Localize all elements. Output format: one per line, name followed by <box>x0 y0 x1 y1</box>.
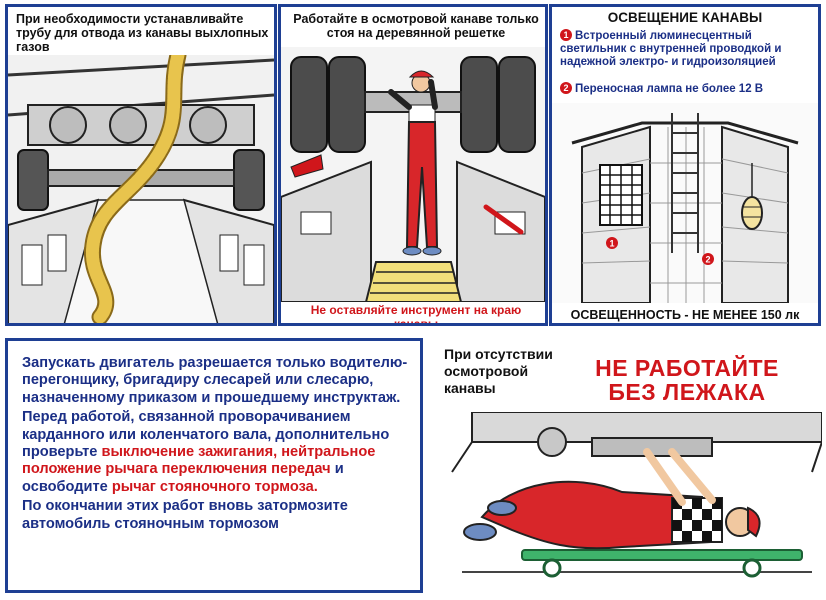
lighting-title: ОСВЕЩЕНИЕ КАНАВЫ <box>607 10 763 25</box>
grate-caption: Работайте в осмотровой канаве только сто… <box>293 12 539 40</box>
grate-warning: Не оставляйте инструмент на краю канавы <box>310 303 522 326</box>
marker-1: 1 <box>609 239 614 249</box>
mechanic-on-board-illustration <box>451 412 822 578</box>
exhaust-caption: При необходимости устанавливайте трубу д… <box>16 12 269 54</box>
rules-para-2: Перед работой, связанной проворачиванием… <box>22 409 390 495</box>
board-warning-line-2: БЕЗ ЛЕЖАКА <box>608 379 766 405</box>
lit-pit-illustration: 1 2 <box>552 103 818 303</box>
number-badge-2: 2 <box>560 82 572 94</box>
board-warning-line-1: НЕ РАБОТАЙТЕ <box>595 355 779 381</box>
rules-para-3: По окончании этих работ вновь затормозит… <box>22 498 348 532</box>
lighting-footer: ОСВЕЩЕННОСТЬ - НЕ МЕНЕЕ 150 лк <box>570 308 800 322</box>
parking-brake-warning: рычаг стояночного тормоза. <box>111 478 318 495</box>
panel-exhaust-pipe: При необходимости устанавливайте трубу д… <box>5 4 277 326</box>
number-badge-1: 1 <box>560 29 572 41</box>
panel-lying-board: При отсутствии осмотровой канавы НЕ РАБО… <box>432 338 822 596</box>
exhaust-pipe-illustration <box>8 55 274 323</box>
marker-2: 2 <box>705 255 710 265</box>
rules-para-1: Запускать двигатель разрешается только в… <box>22 355 408 406</box>
pit-mechanic-illustration <box>281 47 545 302</box>
engine-rules-text: Запускать двигатель разрешается только в… <box>22 355 410 535</box>
panel-engine-start-rules: Запускать двигатель разрешается только в… <box>5 338 423 593</box>
ignition-gear-warning: выключение зажигания, нейтральное положе… <box>22 444 376 478</box>
panel-wooden-grate: Работайте в осмотровой канаве только сто… <box>278 4 548 326</box>
no-pit-caption: При отсутствии осмотровой канавы <box>444 346 553 396</box>
